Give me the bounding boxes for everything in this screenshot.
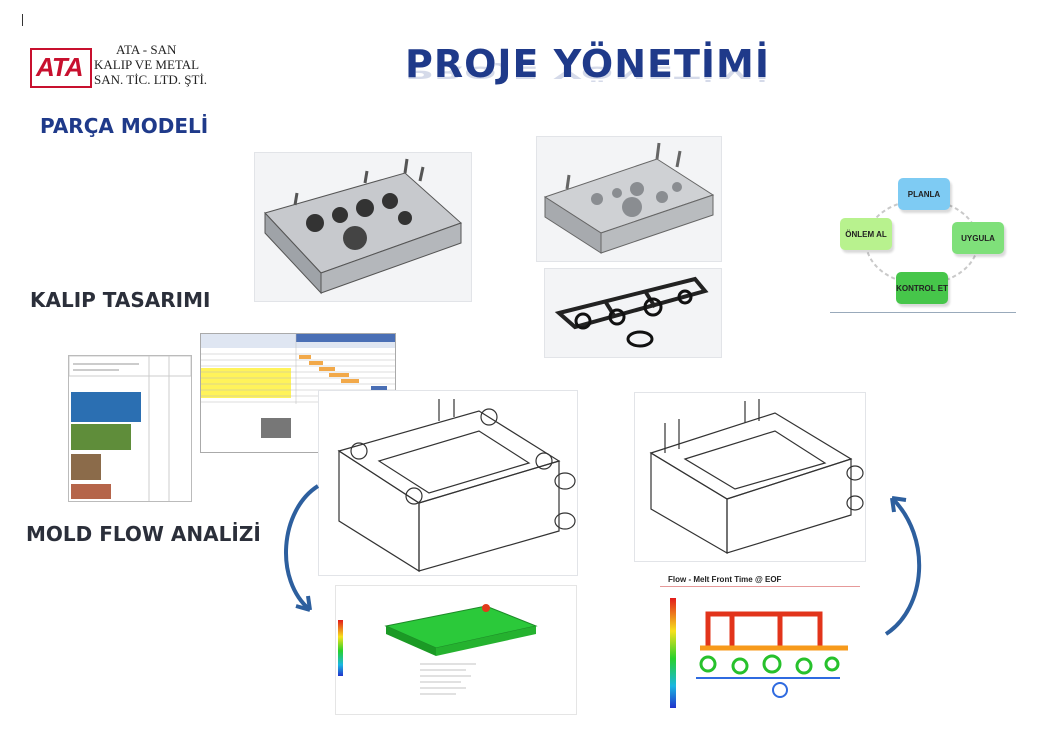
flow-arrow-right-icon bbox=[884, 496, 922, 636]
section-title-part-model: PARÇA MODELİ bbox=[40, 114, 209, 138]
company-logo: ATA ATA - SAN KALIP VE METAL SAN. TİC. L… bbox=[30, 42, 207, 90]
company-name-line2: KALIP VE METAL bbox=[94, 57, 200, 72]
pdca-check-box: KONTROL ET bbox=[896, 272, 948, 304]
pdca-cycle-diagram: PLANLA UYGULA KONTROL ET ÖNLEM AL bbox=[830, 170, 1016, 313]
page-title-reflection: PROJE YÖNETİMİ bbox=[405, 62, 770, 82]
design-report-document bbox=[68, 355, 192, 502]
mold-design-render-right bbox=[634, 392, 866, 562]
part-model-render-bottom bbox=[254, 152, 472, 302]
pdca-do-box: UYGULA bbox=[952, 222, 1004, 254]
gasket-part-render bbox=[544, 268, 722, 358]
page-title: PROJE YÖNETİMİ bbox=[405, 42, 770, 86]
section-title-mold-flow: MOLD FLOW ANALİZİ bbox=[26, 522, 261, 546]
flow-arrow-left-icon bbox=[284, 484, 320, 612]
logo-mark-box: ATA bbox=[30, 48, 92, 88]
mold-flow-analysis-plot-left bbox=[335, 585, 577, 715]
logo-mark: ATA bbox=[36, 52, 84, 82]
pdca-act-box: ÖNLEM AL bbox=[840, 218, 892, 250]
section-title-mold-design: KALIP TASARIMI bbox=[30, 288, 211, 312]
pdca-plan-box: PLANLA bbox=[898, 178, 950, 210]
company-name-line3: SAN. TİC. LTD. ŞTİ. bbox=[94, 72, 208, 87]
mold-design-render-left bbox=[318, 390, 578, 576]
flow-plot-title: Flow - Melt Front Time @ EOF bbox=[668, 575, 782, 584]
company-name-line1: ATA - SAN bbox=[116, 42, 177, 57]
mold-flow-analysis-plot-right: Flow - Melt Front Time @ EOF bbox=[660, 572, 860, 712]
text-cursor bbox=[22, 14, 23, 26]
part-model-render-top bbox=[536, 136, 722, 262]
